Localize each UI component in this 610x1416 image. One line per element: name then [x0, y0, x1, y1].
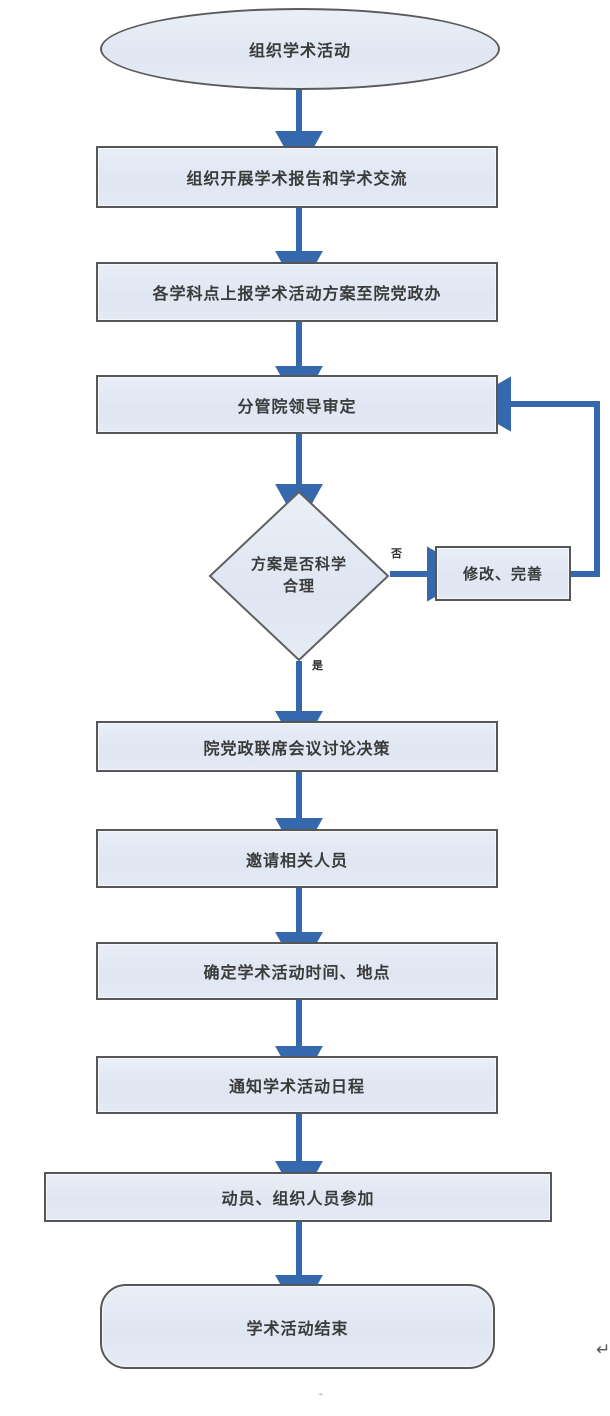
node-mobilize-participants[interactable]: 动员、组织人员参加 [44, 1172, 552, 1222]
node-joint-meeting-decision[interactable]: 院党政联席会议讨论决策 [96, 721, 498, 772]
node-confirm-time-place[interactable]: 确定学术活动时间、地点 [96, 942, 498, 1000]
bottom-artifact-icon: ⌁ [318, 1389, 324, 1399]
node-decision-plan-reasonable[interactable]: 方案是否科学 合理 [208, 490, 390, 662]
node-decision-label-group: 方案是否科学 合理 [208, 490, 390, 662]
node-end-label: 学术活动结束 [246, 1320, 349, 1338]
edge-label-no: 否 [391, 548, 402, 560]
node-leader-review-label: 分管院领导审定 [237, 398, 357, 416]
node-revise-improve[interactable]: 修改、完善 [435, 546, 571, 601]
node-end[interactable]: 学术活动结束 [100, 1284, 495, 1369]
node-decision-label-line2: 合理 [282, 579, 315, 595]
node-mobilize-participants-label: 动员、组织人员参加 [221, 1191, 375, 1208]
node-start-label: 组织学术活动 [248, 43, 351, 60]
node-organize-reports-label: 组织开展学术报告和学术交流 [186, 171, 408, 188]
node-revise-improve-label: 修改、完善 [462, 567, 543, 583]
node-notify-schedule-label: 通知学术活动日程 [228, 1079, 365, 1096]
node-submit-plan-label: 各学科点上报学术活动方案至院党政办 [152, 286, 442, 303]
diamond-shape [208, 490, 390, 662]
node-invite-personnel[interactable]: 邀请相关人员 [96, 829, 498, 888]
node-start[interactable]: 组织学术活动 [100, 8, 500, 90]
edge-label-yes: 是 [312, 660, 323, 672]
node-invite-personnel-label: 邀请相关人员 [245, 852, 348, 870]
node-confirm-time-place-label: 确定学术活动时间、地点 [203, 965, 391, 982]
node-notify-schedule[interactable]: 通知学术活动日程 [96, 1056, 498, 1114]
node-submit-plan[interactable]: 各学科点上报学术活动方案至院党政办 [96, 262, 498, 322]
edge-revise-to-n3-loop [463, 376, 600, 577]
paragraph-return-icon: ↵ [596, 1340, 610, 1359]
node-leader-review[interactable]: 分管院领导审定 [96, 375, 498, 434]
node-joint-meeting-decision-label: 院党政联席会议讨论决策 [203, 740, 391, 758]
node-organize-reports[interactable]: 组织开展学术报告和学术交流 [96, 146, 498, 208]
node-decision-label-line1: 方案是否科学 [250, 556, 347, 573]
